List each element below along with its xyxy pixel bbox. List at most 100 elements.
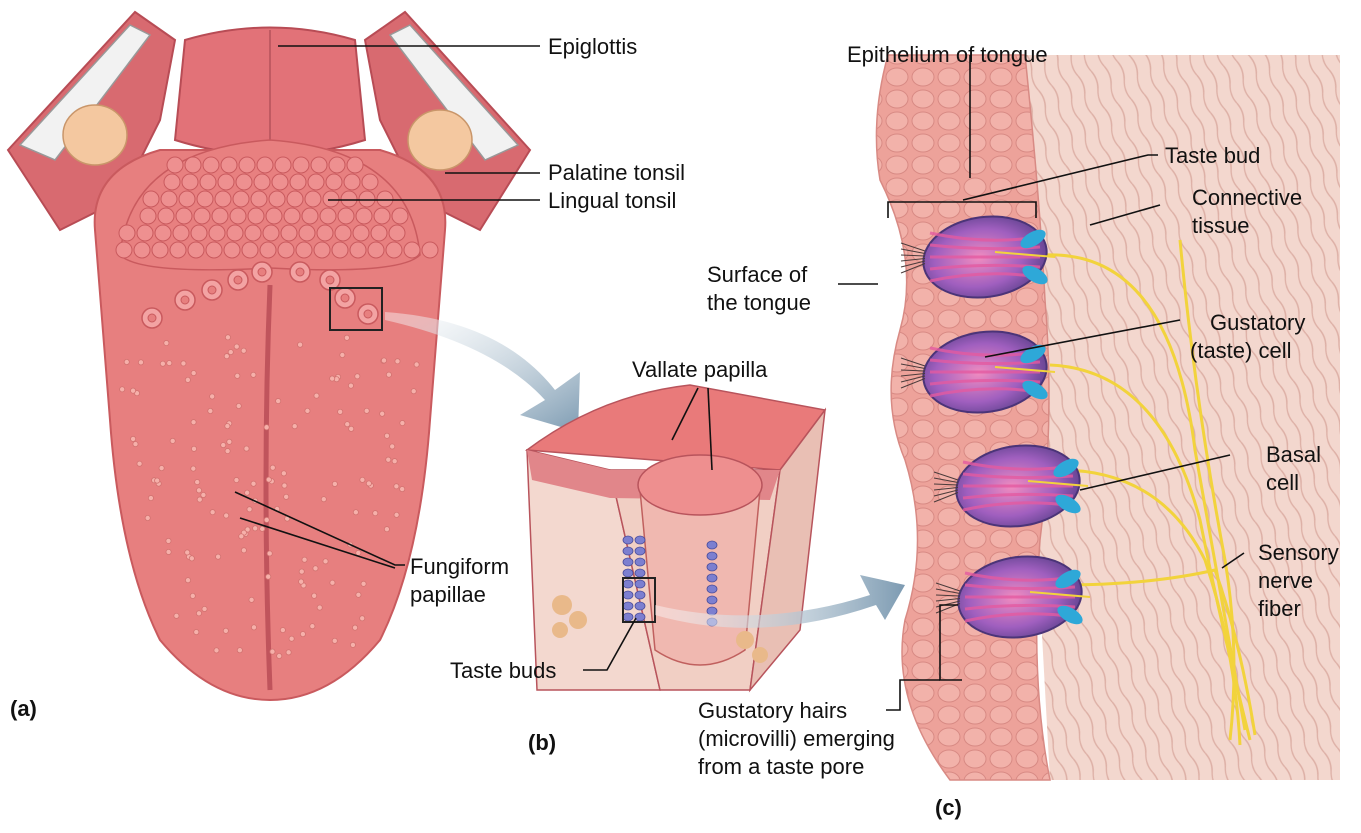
fungiform-papilla: [190, 593, 195, 598]
fungiform-papilla: [191, 371, 196, 376]
taste-bud-dot: [623, 613, 633, 621]
tonsil-nodule: [359, 191, 375, 207]
taste-bud-dot: [707, 607, 717, 615]
fungiform-papilla: [386, 372, 391, 377]
tonsil-nodule: [209, 225, 225, 241]
taste-bud-dot: [635, 558, 645, 566]
vallate-papilla: [335, 288, 355, 308]
tonsil-nodule: [254, 174, 270, 190]
tonsil-nodule: [173, 225, 189, 241]
label-fungiform-line2: papillae: [410, 582, 486, 607]
fungiform-papilla: [130, 388, 135, 393]
tonsil-nodule: [422, 242, 438, 258]
fungiform-papilla: [400, 420, 405, 425]
tonsil-nodule: [338, 208, 354, 224]
fungiform-papilla: [133, 441, 138, 446]
tonsil-nodule: [266, 208, 282, 224]
fungiform-papilla: [166, 538, 171, 543]
label-hairs-line2: (microvilli) emerging: [698, 726, 895, 751]
tonsil-nodule: [308, 174, 324, 190]
fungiform-papilla: [224, 513, 229, 518]
left-palatine-tonsil: [63, 105, 127, 165]
tonsil-nodule: [260, 242, 276, 258]
tonsil-nodule: [329, 157, 345, 173]
tonsil-nodule: [200, 174, 216, 190]
fungiform-papilla: [305, 408, 310, 413]
fungiform-papilla: [344, 335, 349, 340]
fungiform-papilla: [266, 574, 271, 579]
vallate-papilla: [175, 290, 195, 310]
fungiform-papilla: [164, 340, 169, 345]
fungiform-papilla: [356, 550, 361, 555]
fungiform-papilla: [155, 478, 160, 483]
taste-bud-dot: [707, 541, 717, 549]
fungiform-papilla: [277, 653, 282, 658]
tonsil-nodule: [326, 174, 342, 190]
panel-label-c: (c): [935, 795, 962, 820]
fungiform-papilla: [245, 490, 250, 495]
tonsil-nodule: [347, 157, 363, 173]
tonsil-nodule: [239, 157, 255, 173]
fungiform-papilla: [124, 359, 129, 364]
fungiform-papilla: [381, 358, 386, 363]
fungiform-papilla: [166, 549, 171, 554]
fungiform-papilla: [345, 422, 350, 427]
fungiform-papilla: [394, 484, 399, 489]
fungiform-papilla: [185, 550, 190, 555]
fungiform-papilla: [160, 361, 165, 366]
fungiform-papilla: [289, 636, 294, 641]
label-epithelium: Epithelium of tongue: [847, 42, 1048, 67]
fungiform-papilla: [332, 481, 337, 486]
fungiform-papilla: [312, 593, 317, 598]
fungiform-papilla: [321, 497, 326, 502]
tonsil-nodule: [152, 242, 168, 258]
tonsil-nodule: [221, 157, 237, 173]
label-connective-line2: tissue: [1192, 213, 1249, 238]
fungiform-papilla: [215, 554, 220, 559]
fungiform-papilla: [260, 526, 265, 531]
fungiform-papilla: [353, 510, 358, 515]
tonsil-nodule: [206, 242, 222, 258]
tonsil-nodule: [197, 191, 213, 207]
taste-bud-dot: [623, 602, 633, 610]
tonsil-nodule: [335, 225, 351, 241]
tonsil-nodule: [263, 225, 279, 241]
label-surface-line1: Surface of: [707, 262, 808, 287]
fungiform-papilla: [235, 373, 240, 378]
tonsil-nodule: [245, 225, 261, 241]
label-sensory-line1: Sensory: [1258, 540, 1339, 565]
label-taste-bud: Taste bud: [1165, 143, 1260, 168]
fungiform-papilla: [228, 349, 233, 354]
tonsil-nodule: [272, 174, 288, 190]
tonsil-nodule: [257, 157, 273, 173]
epithelium-layer: [876, 55, 1050, 780]
label-hairs-line1: Gustatory hairs: [698, 698, 847, 723]
tonsil-nodule: [305, 191, 321, 207]
label-gustatory-cell-line2: (taste) cell: [1190, 338, 1291, 363]
tonsil-nodule: [311, 157, 327, 173]
fungiform-papilla: [264, 425, 269, 430]
fungiform-papilla: [241, 548, 246, 553]
fungiform-papilla: [332, 638, 337, 643]
tonsil-nodule: [302, 208, 318, 224]
fungiform-papilla: [356, 592, 361, 597]
fungiform-papilla: [202, 606, 207, 611]
taste-bud-dot: [635, 569, 645, 577]
tonsil-nodule: [194, 208, 210, 224]
tonsil-nodule: [371, 225, 387, 241]
tonsil-nodule: [134, 242, 150, 258]
vallate-papilla: [290, 262, 310, 282]
tonsil-nodule: [233, 191, 249, 207]
tonsil-nodule: [350, 242, 366, 258]
fungiform-papilla: [251, 481, 256, 486]
tonsil-nodule: [314, 242, 330, 258]
fungiform-papilla: [270, 649, 275, 654]
fungiform-papilla: [191, 466, 196, 471]
tonsil-nodule: [116, 242, 132, 258]
tonsil-nodule: [320, 208, 336, 224]
fungiform-papilla: [223, 628, 228, 633]
fungiform-papilla: [244, 446, 249, 451]
tonsil-nodule: [224, 242, 240, 258]
fungiform-papilla: [299, 579, 304, 584]
fungiform-papilla: [210, 510, 215, 515]
